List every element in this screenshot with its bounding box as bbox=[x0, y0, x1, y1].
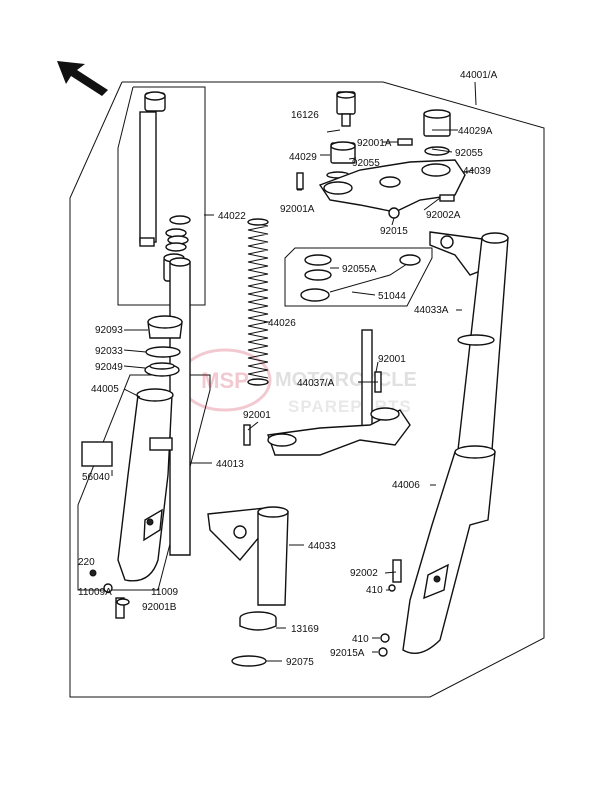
label-44022: 44022 bbox=[218, 211, 246, 222]
label-44029: 44029 bbox=[289, 152, 317, 163]
bolt-set-lower-right bbox=[378, 559, 402, 657]
label-92055-right: 92055 bbox=[455, 148, 483, 159]
label-92002A: 92002A bbox=[426, 210, 461, 221]
upper-bracket-part bbox=[318, 159, 466, 213]
ring-92075-part bbox=[231, 655, 267, 667]
fork-cap-right-part bbox=[423, 109, 451, 137]
lower-bracket-part bbox=[243, 329, 411, 456]
oring-right-part bbox=[424, 146, 450, 156]
label-44013: 44013 bbox=[216, 459, 244, 470]
label-220: 220 bbox=[78, 557, 95, 568]
oil-seal-part bbox=[144, 362, 180, 377]
label-44005: 44005 bbox=[91, 384, 119, 395]
label-92049: 92049 bbox=[95, 362, 123, 373]
label-11009: 11009 bbox=[151, 587, 179, 598]
left-fork-box bbox=[77, 374, 211, 591]
label-16126: 16126 bbox=[291, 110, 319, 121]
headlight-bracket-part bbox=[207, 506, 289, 606]
label-92001A-top: 92001A bbox=[357, 138, 392, 149]
reflector-part bbox=[81, 441, 113, 467]
label-11009A: 11009A bbox=[78, 587, 112, 598]
label-410-a: 410 bbox=[366, 585, 383, 596]
assembly-boundary bbox=[69, 81, 545, 698]
label-44006: 44006 bbox=[392, 480, 420, 491]
rebound-spring-part bbox=[165, 215, 191, 252]
label-44033A: 44033A bbox=[414, 305, 449, 316]
label-92015: 92015 bbox=[380, 226, 408, 237]
label-44033: 44033 bbox=[308, 541, 336, 552]
label-56040: 56040 bbox=[82, 472, 110, 483]
right-outer-tube-part bbox=[402, 445, 496, 654]
nut-92015 bbox=[388, 207, 400, 219]
label-92033: 92033 bbox=[95, 346, 123, 357]
label-51044: 51044 bbox=[378, 291, 406, 302]
front-direction-arrow-icon bbox=[57, 61, 108, 96]
damper-rod-part bbox=[139, 91, 166, 247]
label-44029A: 44029A bbox=[458, 126, 493, 137]
label-92075: 92075 bbox=[286, 657, 314, 668]
label-44037A: 44037/A bbox=[297, 378, 335, 389]
bolt-92002A bbox=[439, 194, 455, 202]
label-92093: 92093 bbox=[95, 325, 123, 336]
dust-seal-part bbox=[147, 315, 183, 339]
fork-spring-part bbox=[247, 218, 269, 386]
label-92001-right: 92001 bbox=[378, 354, 406, 365]
label-410-b: 410 bbox=[352, 634, 369, 645]
fork-cap-bolt-part bbox=[330, 141, 356, 164]
inner-fork-tube-part bbox=[169, 257, 191, 556]
retaining-ring-part bbox=[145, 346, 181, 358]
label-92055A: 92055A bbox=[342, 264, 377, 275]
fork-internals-box bbox=[117, 86, 206, 306]
label-92002: 92002 bbox=[350, 568, 378, 579]
bolt-92001A-top bbox=[397, 138, 413, 146]
label-92001B: 92001B bbox=[142, 602, 177, 613]
leader-lines bbox=[111, 81, 477, 662]
label-13169: 13169 bbox=[291, 624, 319, 635]
label-92055-left: 92055 bbox=[352, 158, 380, 169]
left-outer-tube-part bbox=[117, 388, 174, 582]
label-92001A-left: 92001A bbox=[280, 204, 315, 215]
watermark-badge: MSP bbox=[201, 368, 249, 393]
label-44001A: 44001/A bbox=[460, 70, 498, 81]
fork-cap-left-part bbox=[336, 91, 356, 127]
label-92001-left: 92001 bbox=[243, 410, 271, 421]
hose-51044-part bbox=[300, 254, 421, 302]
bolt-92001A-left bbox=[296, 172, 304, 190]
label-44039: 44039 bbox=[463, 166, 491, 177]
part-labels: 44001/A 16126 92001A 44029A 44029 92055 … bbox=[78, 70, 498, 668]
label-44026: 44026 bbox=[268, 318, 296, 329]
bolt-set-lower-left bbox=[89, 569, 130, 619]
cable-inset-box bbox=[284, 247, 433, 307]
oring-92055A-part bbox=[304, 254, 332, 281]
bush-13169-part bbox=[239, 611, 277, 631]
label-92015A: 92015A bbox=[330, 648, 365, 659]
